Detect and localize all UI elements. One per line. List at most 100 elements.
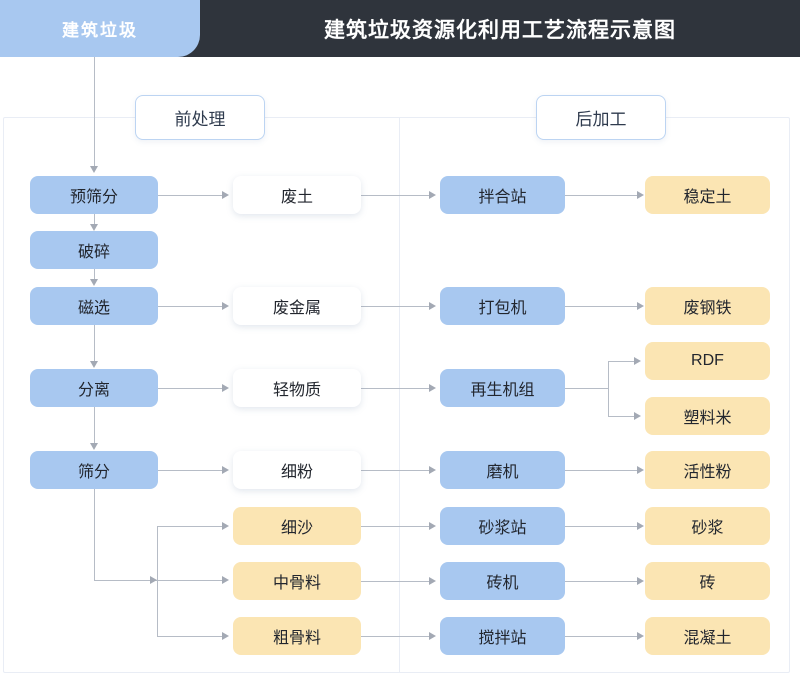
- connector-mill-to-activepowder: [565, 470, 637, 471]
- node-label: 废钢铁: [683, 300, 732, 317]
- arrowhead-mixing-station: [429, 191, 436, 199]
- arrowhead-finepowder: [222, 466, 229, 474]
- section-label-pretreatment: 前处理: [135, 95, 265, 140]
- connector-lightmaterial-to-recycling: [361, 388, 429, 389]
- node-process-sieve[interactable]: 筛分: [30, 451, 158, 489]
- connector-wastemetal-to-baler: [361, 306, 429, 307]
- header-tab-construction-waste[interactable]: 建筑垃圾: [0, 0, 200, 57]
- connector-recycling-stem: [565, 388, 608, 389]
- node-process-separate[interactable]: 分离: [30, 369, 158, 407]
- node-process-presieve[interactable]: 预筛分: [30, 176, 158, 214]
- connector-aggregate-fan-vertical: [157, 526, 158, 636]
- node-machine-recycling-unit[interactable]: 再生机组: [440, 369, 565, 407]
- node-product-concrete[interactable]: 混凝土: [645, 617, 770, 655]
- node-product-active-powder[interactable]: 活性粉: [645, 451, 770, 489]
- node-label: 废金属: [272, 300, 321, 317]
- node-label: 粗骨料: [272, 630, 321, 647]
- node-label: 废土: [280, 189, 313, 206]
- connector-crush-to-magnetic: [94, 269, 95, 281]
- node-label: 拌合站: [478, 189, 527, 206]
- connector-brickmachine-to-brick: [565, 581, 637, 582]
- node-label: 搅拌站: [478, 630, 527, 647]
- node-process-crush[interactable]: 破碎: [30, 231, 158, 269]
- arrowhead-batching-plant: [429, 632, 436, 640]
- arrowhead-lightmaterial: [222, 384, 229, 392]
- node-product-plastic-pellets[interactable]: 塑料米: [645, 397, 770, 435]
- arrowhead-finesand: [222, 522, 229, 530]
- connector-recycling-to-plastic: [608, 416, 637, 417]
- arrowhead-plastic-pellets: [634, 412, 641, 420]
- node-label: 磁选: [77, 300, 110, 317]
- node-label: 磨机: [486, 464, 519, 481]
- node-product-brick[interactable]: 砖: [645, 562, 770, 600]
- connector-finepowder-to-mill: [361, 470, 429, 471]
- connector-medium-to-brickmachine: [361, 581, 429, 582]
- node-label: 中骨料: [272, 575, 321, 592]
- node-material-fine-powder[interactable]: 细粉: [233, 451, 361, 489]
- arrowhead-baler: [429, 302, 436, 310]
- node-material-coarse-aggregate[interactable]: 粗骨料: [233, 617, 361, 655]
- node-label: 砖机: [486, 575, 519, 592]
- arrowhead-mortar: [637, 522, 644, 530]
- node-label: 砖: [699, 575, 716, 592]
- node-machine-mill[interactable]: 磨机: [440, 451, 565, 489]
- arrowhead-medium: [222, 576, 229, 584]
- arrowhead-aggregate-bus: [150, 576, 157, 584]
- arrowhead-recycling-unit: [429, 384, 436, 392]
- connector-wastesoil-to-mixing: [361, 195, 429, 196]
- arrowhead-separate: [90, 361, 98, 368]
- connector-presieve-to-wastesoil: [158, 195, 222, 196]
- node-label: 塑料米: [683, 410, 732, 427]
- node-material-light-material[interactable]: 轻物质: [233, 369, 361, 407]
- node-product-stabilized-soil[interactable]: 稳定土: [645, 176, 770, 214]
- connector-mixing-to-stabilizedsoil: [565, 195, 637, 196]
- arrowhead-magnetic: [90, 279, 98, 286]
- node-machine-brick-machine[interactable]: 砖机: [440, 562, 565, 600]
- node-material-fine-sand[interactable]: 细沙: [233, 507, 361, 545]
- node-product-rdf[interactable]: RDF: [645, 342, 770, 380]
- arrowhead-mortar-station: [429, 522, 436, 530]
- connector-recycling-to-rdf: [608, 361, 637, 362]
- node-label: 稳定土: [683, 189, 732, 206]
- connector-aggregate-to-medium: [157, 580, 227, 581]
- section-label-postprocessing: 后加工: [536, 95, 666, 140]
- page-title: 建筑垃圾资源化利用工艺流程示意图: [324, 18, 676, 42]
- arrowhead-stabilized-soil: [637, 191, 644, 199]
- arrowhead-wastesoil: [222, 191, 229, 199]
- connector-presieve-to-crush: [94, 214, 95, 226]
- connector-sieve-to-aggregate-bus: [94, 580, 158, 581]
- node-label: 打包机: [478, 300, 527, 317]
- section-divider: [399, 118, 400, 673]
- node-material-waste-soil[interactable]: 废土: [233, 176, 361, 214]
- node-label: 轻物质: [272, 382, 321, 399]
- node-product-mortar[interactable]: 砂浆: [645, 507, 770, 545]
- node-label: 分离: [77, 382, 110, 399]
- connector-sieve-to-finepowder: [158, 470, 222, 471]
- arrowhead-concrete: [637, 632, 644, 640]
- arrowhead-brick: [637, 577, 644, 585]
- connector-recycling-bracket: [608, 361, 609, 416]
- node-label: 细沙: [280, 520, 313, 537]
- node-machine-mixing-station[interactable]: 拌合站: [440, 176, 565, 214]
- arrowhead-mill: [429, 466, 436, 474]
- arrowhead-rdf: [634, 357, 641, 365]
- connector-separate-to-sieve: [94, 407, 95, 445]
- section-label-pretreatment-text: 前处理: [174, 110, 226, 129]
- node-machine-mortar-station[interactable]: 砂浆站: [440, 507, 565, 545]
- node-label: RDF: [691, 352, 724, 369]
- arrowhead-intake: [90, 166, 98, 173]
- arrowhead-sieve: [90, 443, 98, 450]
- node-material-medium-aggregate[interactable]: 中骨料: [233, 562, 361, 600]
- connector-mortarstation-to-mortar: [565, 526, 637, 527]
- node-product-scrap-steel[interactable]: 废钢铁: [645, 287, 770, 325]
- node-machine-batching-plant[interactable]: 搅拌站: [440, 617, 565, 655]
- node-process-magnetic[interactable]: 磁选: [30, 287, 158, 325]
- node-machine-baler[interactable]: 打包机: [440, 287, 565, 325]
- connector-aggregate-to-finesand: [157, 526, 227, 527]
- connector-intake-vertical: [94, 57, 95, 169]
- node-label: 砂浆站: [478, 520, 527, 537]
- arrowhead-crush: [90, 224, 98, 231]
- node-material-waste-metal[interactable]: 废金属: [233, 287, 361, 325]
- arrowhead-wastemetal: [222, 302, 229, 310]
